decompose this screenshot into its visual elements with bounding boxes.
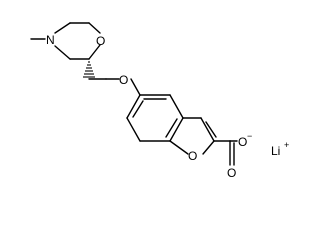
bond-o-aryl [130,78,141,96]
bond-o-c3 [88,44,101,60]
carboxylate-charge: − [247,131,252,141]
atom-li: Li [271,144,280,158]
bond-b5-b6 [126,117,141,142]
atom-o-morpholine: O [96,34,105,48]
bond-b6-b1 [126,94,141,119]
benzene-ring [126,94,184,142]
carboxylate-group [213,140,238,166]
bond-f3 [202,140,215,155]
bond-n-c1 [54,22,71,34]
bond-f2 [200,117,215,142]
atom-o-carbonyl: O [227,166,236,180]
hashed-stereo-bond [83,61,95,78]
double-bond-furan [205,121,217,138]
structure-canvas: N O O O O O − Li + [30,22,289,180]
molecule-drawing: N O O O O O − Li + [30,22,289,180]
double-bond-inner-3 [132,100,144,118]
bond-b3-b4 [169,117,184,142]
atom-o-carboxylate: O [238,135,247,149]
li-charge: + [284,140,289,150]
furan-ring [169,117,217,155]
bond-f4 [169,140,189,155]
atom-o-ether: O [119,73,128,87]
bond-c2-o [88,22,101,34]
atom-n: N [46,33,55,47]
double-bond-inner-2 [165,118,178,138]
morpholine-ring [54,22,101,60]
bond-b2-b3 [169,94,184,119]
atom-o-furan: O [188,149,197,163]
bond-c4-n [54,45,71,60]
